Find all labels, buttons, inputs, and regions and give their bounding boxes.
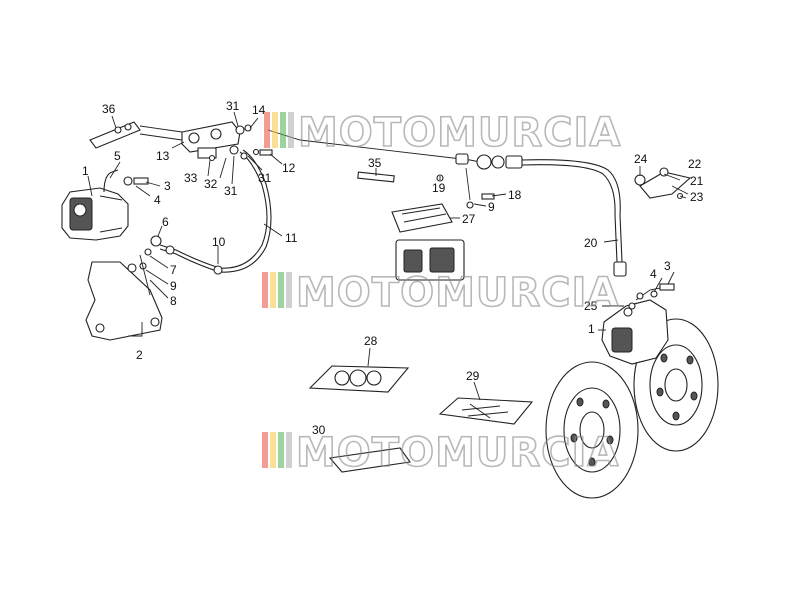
left-brake-hose [159, 149, 272, 275]
left-caliper-washer [123, 176, 133, 186]
callout-1-left: 1 [82, 164, 89, 178]
left-caliper-bracket [85, 261, 163, 341]
watermark-bottom: MOTOMURCIA [262, 429, 619, 477]
watermark-text-top: MOTOMURCIA [298, 110, 621, 156]
fitting-seal [476, 154, 492, 170]
callout-35: 35 [368, 156, 382, 170]
callout-3-right: 3 [664, 259, 671, 273]
callout-12: 12 [282, 161, 296, 175]
parts-kit-29 [438, 397, 534, 425]
callout-4-right: 4 [650, 267, 657, 281]
watermark-text-bottom: MOTOMURCIA [296, 430, 619, 476]
brake-line-splitter [181, 121, 273, 162]
callout-19: 19 [432, 181, 446, 195]
callout-24: 24 [634, 152, 648, 166]
callout-7: 7 [170, 263, 177, 277]
seal-kit-28 [308, 365, 410, 393]
main-brake-line [267, 129, 627, 277]
left-caliper-bleed-port [73, 203, 87, 217]
watermark-top: MOTOMURCIA [264, 109, 621, 157]
grommet-24 [634, 174, 646, 186]
splitter-block-13 [181, 121, 241, 153]
callout-31-right: 31 [258, 171, 272, 185]
callout-29: 29 [466, 369, 480, 383]
callout-5: 5 [114, 149, 121, 163]
callout-33: 33 [184, 171, 198, 185]
callout-14: 14 [252, 103, 266, 117]
bolt-7 [144, 248, 152, 256]
callout-9-right: 9 [488, 200, 495, 214]
pad-clip-27 [391, 203, 453, 233]
callout-30: 30 [312, 423, 326, 437]
banjo-washer-6 [150, 235, 162, 247]
leader-lines [87, 111, 689, 401]
right-brake-disc-front [545, 361, 639, 499]
callout-3-left: 3 [164, 179, 171, 193]
callout-27: 27 [462, 212, 476, 226]
callout-11: 11 [285, 231, 298, 245]
splitter-mount [197, 147, 217, 159]
watermark-middle: MOTOMURCIA [262, 269, 619, 317]
callout-20: 20 [584, 236, 598, 250]
callout-23: 23 [690, 190, 704, 204]
callout-8: 8 [170, 294, 177, 308]
hose-lower-fitting [613, 261, 627, 277]
callout-32: 32 [204, 177, 218, 191]
part-30 [328, 447, 411, 473]
left-bleed-pipe [103, 169, 119, 193]
callout-2: 2 [136, 348, 143, 362]
callout-numbers: 36 1 5 3 4 6 7 9 8 2 10 11 13 33 32 31 1… [82, 99, 704, 437]
callout-18: 18 [508, 188, 522, 202]
screw-22 [659, 167, 669, 177]
watermark-text-middle: MOTOMURCIA [296, 270, 619, 316]
callout-21: 21 [690, 174, 704, 188]
right-caliper-assembly [601, 283, 675, 365]
callout-25: 25 [584, 299, 598, 313]
callout-4-left: 4 [154, 193, 161, 207]
brake-pad-set [391, 203, 465, 281]
hose-end-fitting [505, 155, 523, 169]
fitting-nut [491, 155, 505, 169]
callout-9-left: 9 [170, 279, 177, 293]
sensor-bracket-36 [89, 121, 183, 149]
callout-31-top: 31 [226, 99, 240, 113]
callout-6: 6 [162, 215, 169, 229]
left-caliper-assembly [61, 169, 163, 341]
callout-31-mid: 31 [224, 184, 238, 198]
callout-10: 10 [212, 235, 226, 249]
callout-13: 13 [156, 149, 170, 163]
callout-1-right: 1 [588, 322, 595, 336]
bracket-21 [634, 167, 692, 200]
callout-28: 28 [364, 334, 378, 348]
union-19 [455, 153, 469, 165]
callout-36: 36 [102, 102, 116, 116]
left-caliper-bolt [133, 177, 149, 185]
callout-22: 22 [688, 157, 702, 171]
